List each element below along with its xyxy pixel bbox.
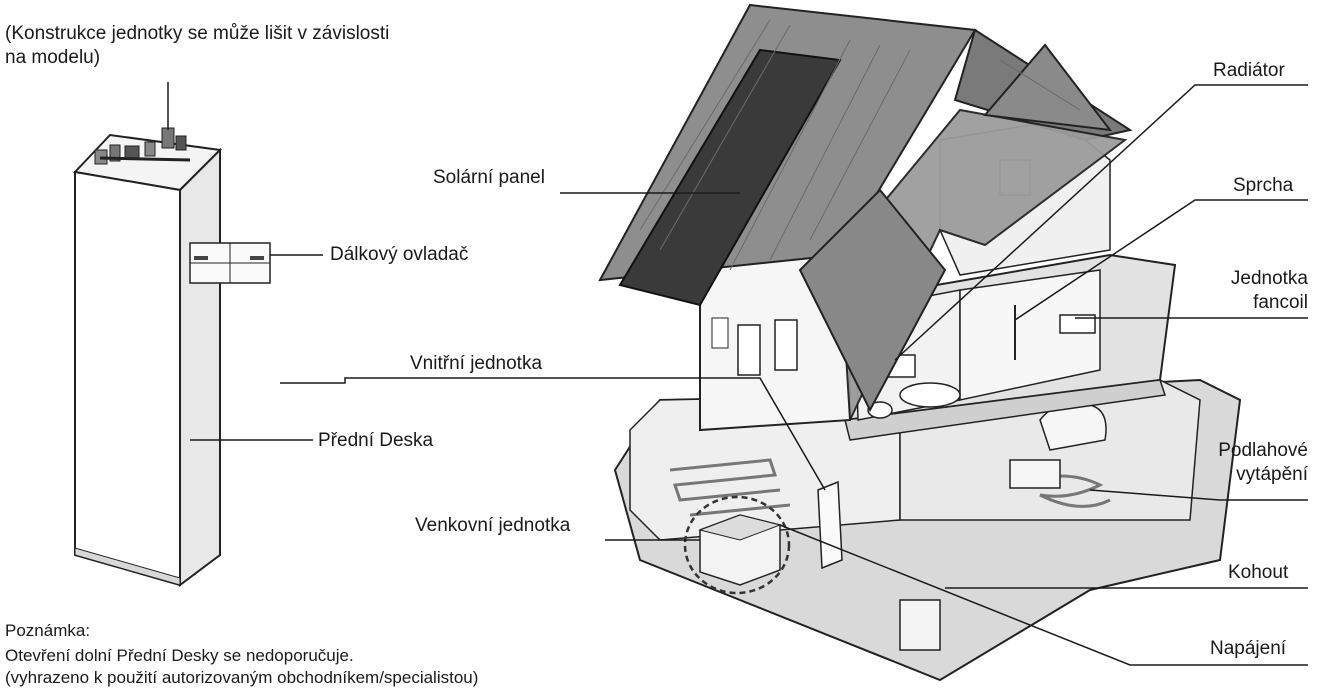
label-floor-heating-line2: vytápění [1236,464,1308,485]
label-faucet: Kohout [1228,562,1289,583]
label-indoor-unit: Vnitřní jednotka [410,353,543,374]
leader-lines-right [408,84,1308,666]
house-illustration [598,3,1242,682]
model-note-line1: (Konstrukce jednotky se může lišit v záv… [5,23,390,44]
label-front-panel: Přední Deska [318,430,434,451]
label-fancoil-line2: fancoil [1253,292,1308,313]
label-remote-controller: Dálkový ovladač [330,244,469,265]
outdoor-unit-illustration [683,495,791,595]
model-note-line2: na modelu) [5,47,101,68]
label-radiator: Radiátor [1213,60,1285,81]
label-shower: Sprcha [1233,175,1294,196]
indoor-unit-illustration [72,127,271,587]
label-outdoor-unit: Venkovní jednotka [415,515,571,536]
note-title: Poznámka: [5,621,91,640]
note-line2: (vyhrazeno k použití autorizovaným obcho… [5,668,479,687]
leader-lines-left [167,82,408,441]
label-power-supply: Napájení [1210,638,1287,659]
label-floor-heating-line1: Podlahové [1218,440,1308,461]
label-fancoil-line1: Jednotka [1230,268,1308,289]
label-solar-panel: Solární panel [433,167,545,188]
note-line1: Otevření dolní Přední Desky se nedoporuč… [5,646,354,665]
